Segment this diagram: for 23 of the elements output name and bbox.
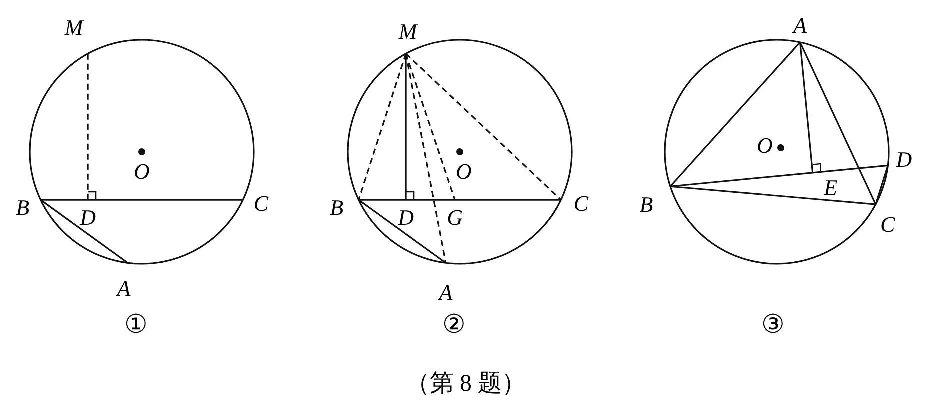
caption: （第 8 题） [406, 372, 526, 396]
point-label: C [574, 193, 589, 216]
point-label: C [254, 193, 269, 216]
point-label: E [824, 176, 838, 199]
point-label: M [64, 16, 84, 39]
figure-number: ① [124, 312, 148, 338]
point-label: B [640, 194, 654, 216]
point-label: A [794, 15, 807, 38]
point-label: M [398, 20, 418, 43]
figure-number: ③ [762, 312, 784, 338]
point-label: A [439, 282, 453, 304]
point-label: D [896, 148, 912, 171]
point-label: D [398, 207, 414, 230]
point-label: O [456, 161, 472, 183]
point-label: O [757, 135, 773, 157]
point-label: B [330, 197, 344, 220]
point-label: G [447, 207, 463, 230]
point-label: C [880, 214, 896, 236]
point-label: B [16, 197, 30, 220]
figure-number: ② [442, 312, 466, 338]
point-label: A [117, 278, 131, 300]
point-label: O [134, 161, 150, 183]
point-label: D [80, 207, 96, 230]
